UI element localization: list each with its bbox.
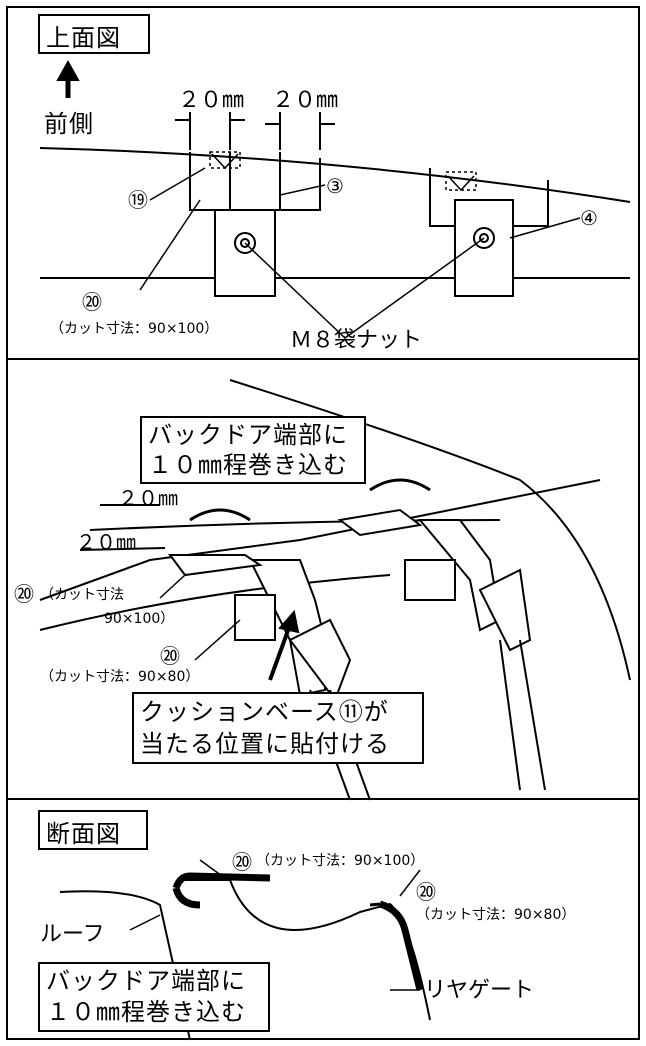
section-part-20-b: ⑳ [416,880,436,904]
cut-size-b: （カット寸法：90×80） [40,669,200,685]
section-cut-size-a: （カット寸法：90×100） [256,853,425,869]
section-cut-size-b: （カット寸法：90×80） [416,907,576,923]
dimension-20mm-upper: ２０㎜ [118,486,178,510]
perspective-callout-attach: クッションベース⑪が 当たる位置に貼付ける [132,692,424,764]
section-part-20-a: ⑳ [232,850,252,874]
section-callout-line1: バックドア端部に [46,967,246,995]
top-view-cut-size: （カット寸法：90×100） [50,321,219,337]
diagram-frame [6,6,640,1040]
part-4-marker: ④ [580,206,598,230]
section-divider-1 [8,358,638,360]
part-20-marker: ⑳ [82,290,102,314]
part-20-marker-b: ⑳ [160,644,180,668]
perspective-callout-wrap: バックドア端部に １０㎜程巻き込む [140,416,366,484]
section-callout-wrap: バックドア端部に １０㎜程巻き込む [38,962,270,1032]
top-view-title: 上面図 [38,14,150,54]
roof-label: ルーフ [40,922,105,947]
dimension-20mm-left: ２０㎜ [178,88,245,113]
cut-size-a-line1: （カット寸法 [40,587,124,603]
cut-size-a-line2: 90×100） [104,611,175,627]
section-divider-2 [8,798,638,800]
m8-cap-nut-label: Ｍ８袋ナット [290,328,423,353]
attach-callout-line1: クッションベース⑪が [140,698,389,726]
part-3-marker: ③ [326,174,344,198]
section-callout-line2: １０㎜程巻き込む [46,998,246,1026]
part-19-marker: ⑲ [128,188,148,212]
rear-gate-label: リヤゲート [424,978,535,1003]
part-20-marker-a: ⑳ [14,582,34,606]
dimension-20mm-lower: ２０㎜ [76,530,136,554]
dimension-20mm-right: ２０㎜ [272,88,339,113]
section-view-title: 断面図 [38,810,148,850]
front-side-label: 前側 [44,110,94,138]
attach-callout-line2: 当たる位置に貼付ける [140,730,390,758]
wrap-callout-line1: バックドア端部に [148,421,348,449]
wrap-callout-line2: １０㎜程巻き込む [148,451,348,479]
